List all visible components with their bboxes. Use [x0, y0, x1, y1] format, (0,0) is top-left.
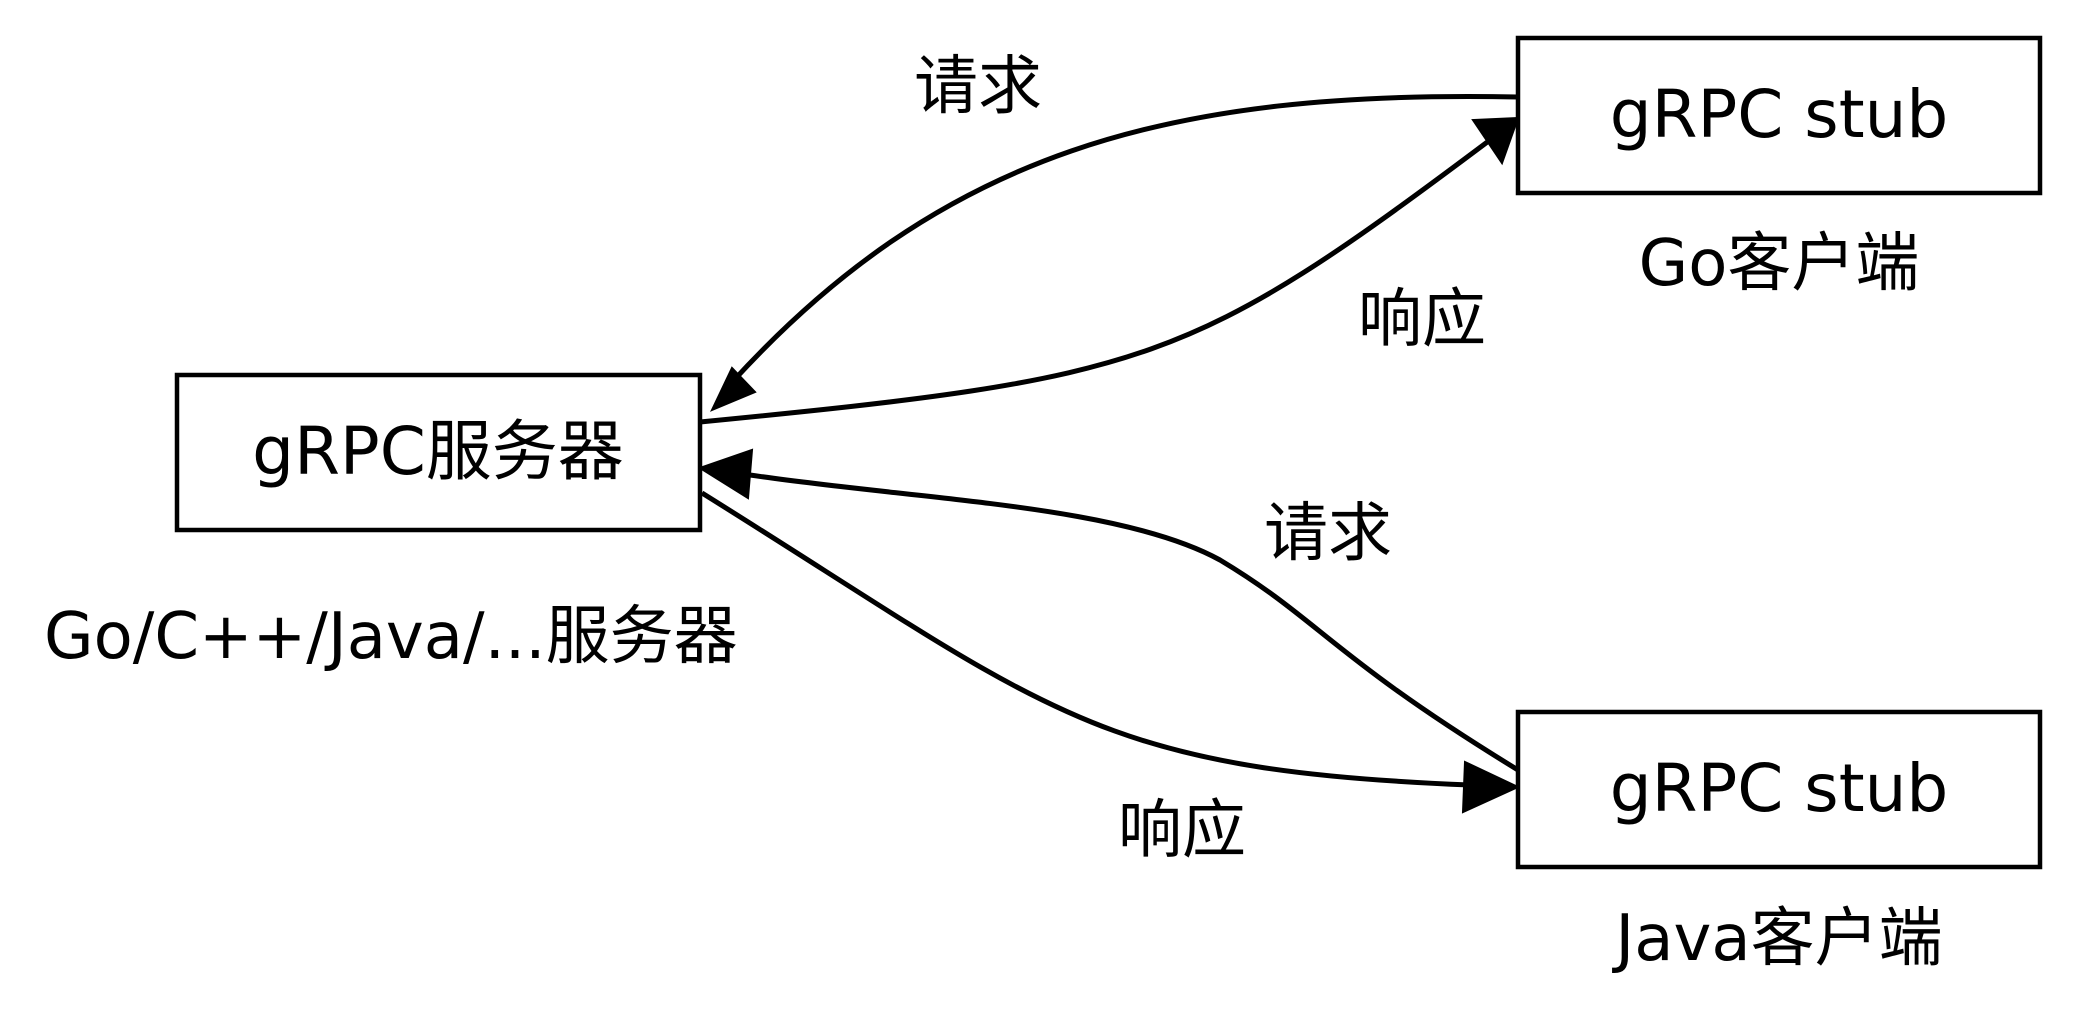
server-label: gRPC服务器 — [252, 413, 624, 490]
java-client-caption: Java客户端 — [1611, 902, 1942, 976]
go-client-box — [1515, 35, 2043, 196]
edge-go-response-arrowhead — [1471, 116, 1520, 166]
edge-go-response — [699, 116, 1520, 425]
edge-java-response-line — [700, 490, 1471, 788]
server-caption: Go/C++/Java/...服务器 — [44, 600, 738, 674]
edge-go-request-label: 请求 — [914, 50, 1042, 124]
java-client-label: gRPC stub — [1610, 750, 1949, 827]
edge-java-response-label: 响应 — [1118, 794, 1246, 868]
go-client-label: gRPC stub — [1610, 76, 1949, 153]
edge-go-response-label: 响应 — [1358, 283, 1486, 357]
java-client-node: gRPC stub — [1515, 709, 2043, 870]
edge-java-request-label: 请求 — [1264, 497, 1392, 571]
edge-go-request-line — [723, 94, 1519, 392]
go-client-node: gRPC stub — [1515, 35, 2043, 196]
edge-java-request — [697, 448, 1520, 773]
go-client-caption: Go客户端 — [1639, 227, 1920, 301]
edge-go-response-line — [699, 137, 1492, 425]
edge-java-response-arrowhead — [1461, 760, 1521, 814]
edge-java-request-arrowhead — [697, 448, 754, 500]
server-node: gRPC服务器 — [174, 372, 703, 533]
edge-go-request-arrowhead — [709, 366, 757, 412]
edge-java-response — [700, 490, 1521, 814]
java-client-box — [1515, 709, 2043, 870]
edge-go-request — [709, 94, 1519, 412]
server-box — [174, 372, 703, 533]
edge-java-request-line — [749, 472, 1520, 773]
